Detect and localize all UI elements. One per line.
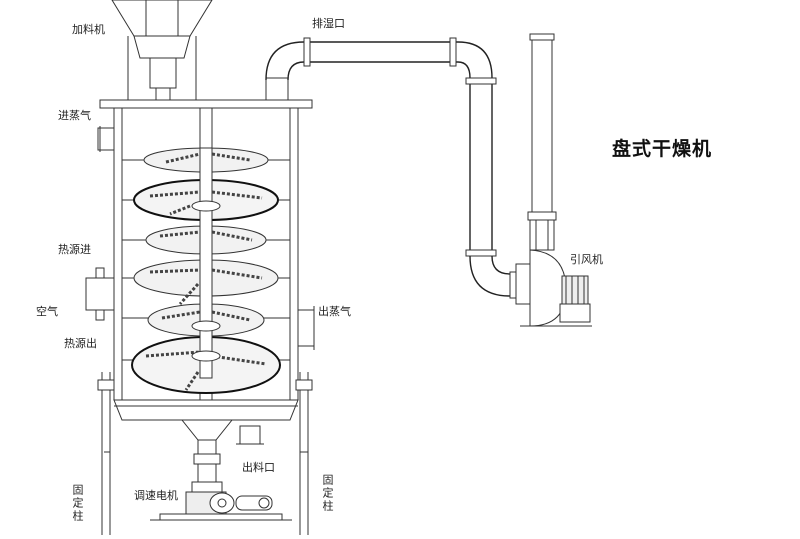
fan-label: 引风机 [570, 253, 603, 266]
heat-in-label: 热源进 [58, 243, 91, 256]
discharge-label: 出料口 [242, 461, 275, 474]
diagram-title: 盘式干燥机 [612, 138, 713, 160]
steam-in-label: 进蒸气 [58, 109, 91, 122]
feeder-hopper [111, 0, 213, 100]
support-columns [97, 372, 313, 535]
column-left-label: 固定柱 [71, 484, 84, 523]
exhaust-duct [262, 37, 517, 299]
drying-discs [131, 147, 281, 394]
fan-assembly [515, 33, 592, 327]
exhaust-label: 排湿口 [312, 17, 345, 30]
feeder-label: 加料机 [72, 23, 105, 36]
motor-label: 调速电机 [134, 489, 178, 502]
heat-out-label: 热源出 [64, 337, 97, 350]
steam-out-label: 出蒸气 [318, 305, 351, 318]
column-right-label: 固定柱 [321, 474, 334, 513]
discharge-assembly [150, 419, 292, 521]
air-label: 空气 [36, 305, 58, 318]
